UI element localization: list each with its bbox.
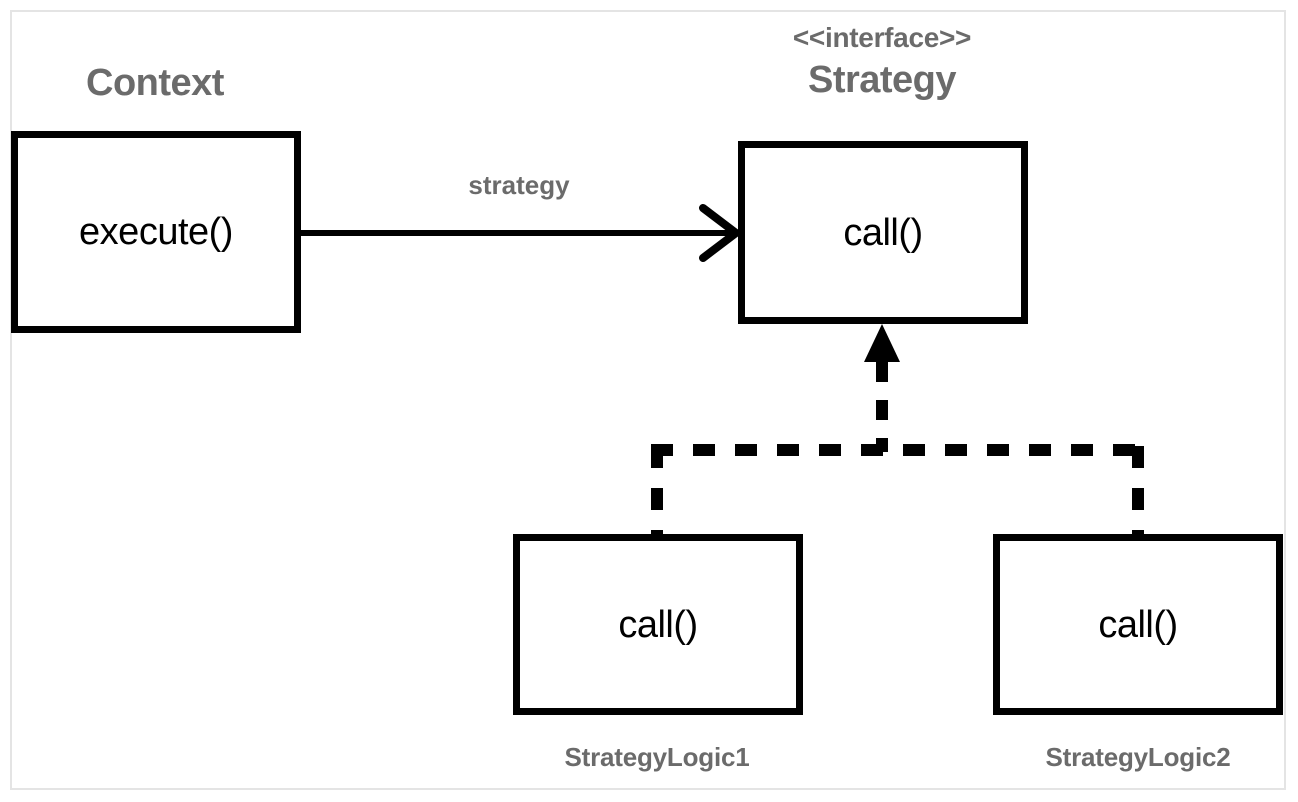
open-arrowhead-icon: [699, 204, 743, 262]
class-stereotype-strategy: <<interface>>: [792, 22, 972, 53]
class-box-strategy[interactable]: call(): [738, 141, 1028, 324]
class-title-strategy-logic-2: StrategyLogic2: [1045, 742, 1231, 772]
class-title-strategy-logic-1: StrategyLogic1: [564, 742, 750, 772]
class-box-strategy-logic-1[interactable]: call(): [513, 534, 803, 715]
member-execute: execute(): [79, 211, 233, 253]
closed-triangle-arrowhead-icon: [864, 324, 900, 362]
member-call-logic1: call(): [618, 603, 698, 646]
association-context-strategy: [300, 204, 743, 262]
class-box-context[interactable]: execute(): [11, 131, 301, 333]
edge-label-strategy: strategy: [468, 170, 570, 200]
class-box-strategy-logic-2[interactable]: call(): [993, 534, 1283, 715]
class-title-context: Context: [86, 62, 224, 104]
class-title-strategy: Strategy: [807, 59, 957, 101]
member-call-strategy: call(): [843, 211, 923, 254]
realization-riser: [864, 324, 900, 452]
member-call-logic2: call(): [1098, 603, 1178, 646]
